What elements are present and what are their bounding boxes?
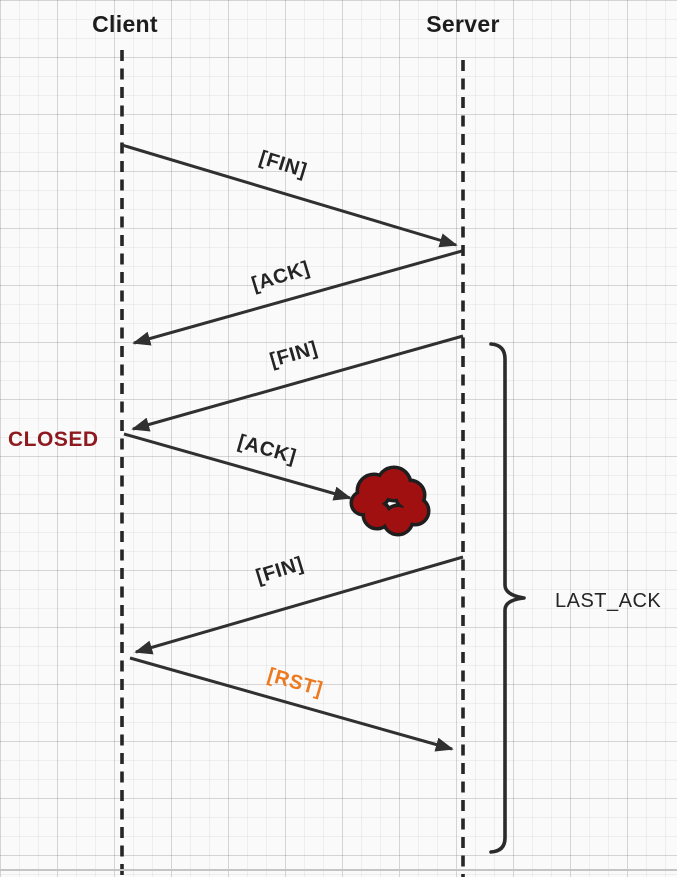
arrow-fin-1 bbox=[121, 143, 458, 248]
bottom-grid-rule bbox=[0, 869, 677, 871]
actor-label-server: Server bbox=[426, 11, 500, 37]
arrow-fin-3 bbox=[134, 555, 464, 655]
arrow-ack-1 bbox=[132, 249, 463, 346]
client-state-closed-label: CLOSED bbox=[8, 428, 99, 451]
packet-loss-blob-icon bbox=[349, 465, 431, 537]
arrow-ack-lost bbox=[123, 432, 352, 501]
actor-label-client: Client bbox=[92, 11, 158, 37]
arrow-rst bbox=[129, 656, 454, 752]
last-ack-brace bbox=[489, 342, 526, 854]
arrow-fin-2 bbox=[131, 334, 464, 432]
server-state-last-ack-label: LAST_ACK bbox=[555, 590, 662, 612]
